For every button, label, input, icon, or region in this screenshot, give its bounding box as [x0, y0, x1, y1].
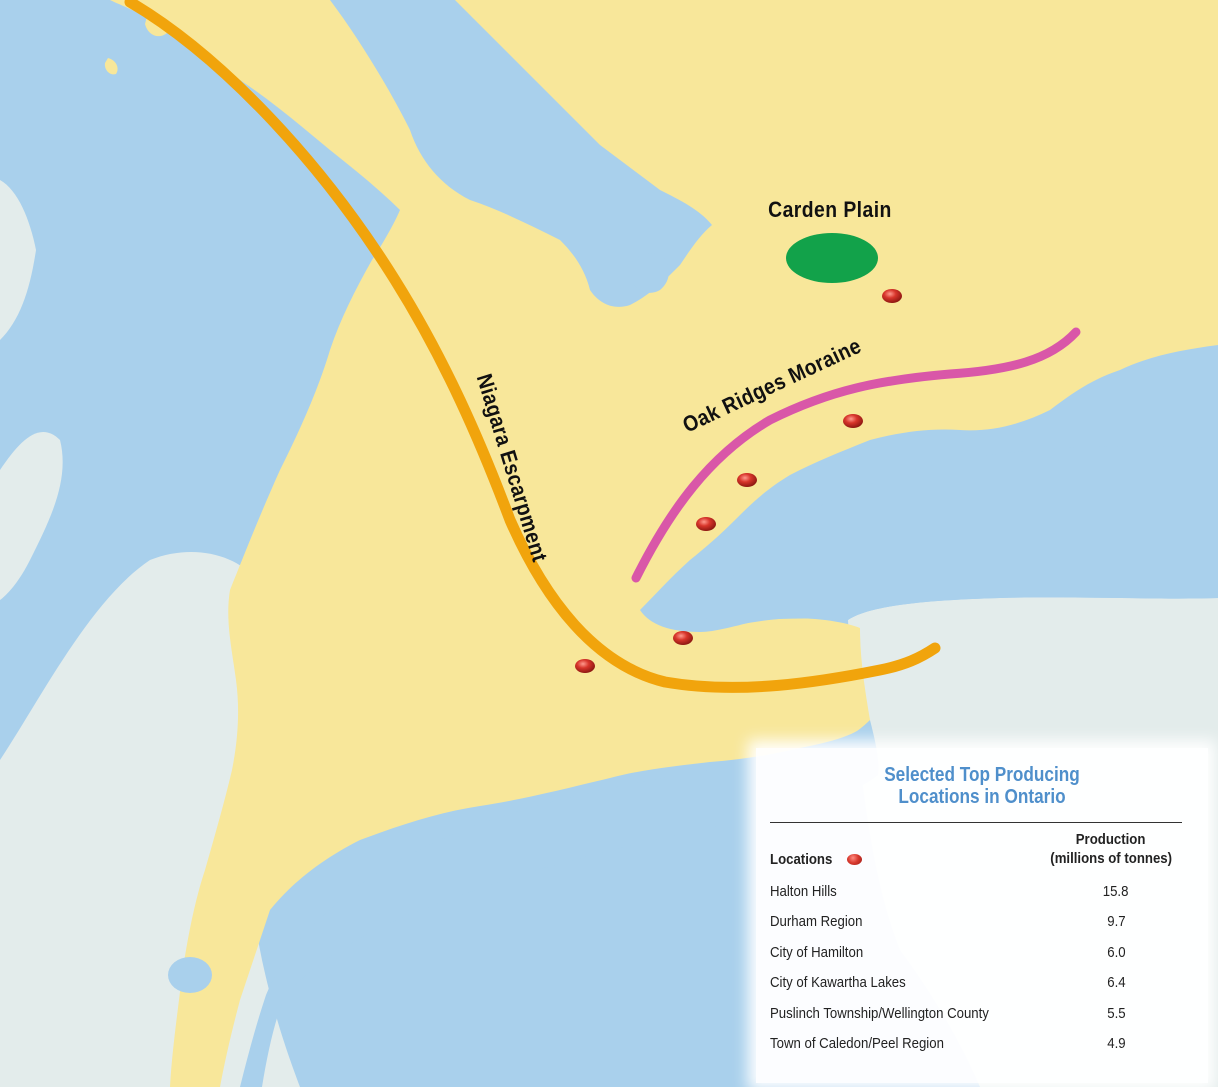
- site-marker-4: [696, 517, 716, 531]
- production-table: Locations Production (millions of tonnes…: [770, 830, 1182, 1059]
- column-header-production: Production (millions of tonnes): [1040, 830, 1182, 876]
- carden-plain-label: Carden Plain: [768, 198, 892, 222]
- column-header-locations: Locations: [770, 830, 1040, 876]
- legend-title-line1: Selected Top Producing: [884, 764, 1080, 786]
- table-row: Puslinch Township/Wellington County 5.5: [770, 998, 1182, 1029]
- column-header-production-line2: (millions of tonnes): [1050, 850, 1172, 867]
- table-row: Durham Region 9.7: [770, 907, 1182, 938]
- table-row: Halton Hills 15.8: [770, 876, 1182, 907]
- site-marker-5: [673, 631, 693, 645]
- row-location: City of Hamilton: [770, 943, 864, 961]
- niagara-escarpment-line: [124, 0, 941, 693]
- us-land-michigan-north: [0, 431, 63, 600]
- table-row: City of Kawartha Lakes 6.4: [770, 968, 1182, 999]
- lake-st-clair: [168, 957, 212, 993]
- legend-divider: [770, 822, 1182, 823]
- legend-title-line2: Locations in Ontario: [898, 786, 1066, 808]
- site-marker-6: [575, 659, 595, 673]
- row-production: 15.8: [1103, 882, 1129, 900]
- site-marker-1: [882, 289, 902, 303]
- georgian-bay: [330, 0, 712, 307]
- oak-ridges-moraine-line: [631, 327, 1081, 583]
- row-production: 6.4: [1106, 974, 1126, 992]
- row-location: City of Kawartha Lakes: [770, 974, 906, 992]
- site-marker-3: [737, 473, 757, 487]
- site-marker-2: [843, 414, 863, 428]
- row-location: Durham Region: [770, 913, 863, 931]
- column-header-production-line1: Production: [1076, 831, 1146, 848]
- table-header-row: Locations Production (millions of tonnes…: [770, 830, 1182, 876]
- row-location: Puslinch Township/Wellington County: [770, 1004, 989, 1022]
- island-2: [104, 58, 118, 75]
- lake-simcoe: [632, 253, 669, 293]
- row-location: Town of Caledon/Peel Region: [770, 1035, 944, 1053]
- table-row: City of Hamilton 6.0: [770, 937, 1182, 968]
- row-location: Halton Hills: [770, 882, 837, 900]
- row-production: 6.0: [1106, 943, 1126, 961]
- us-land-left-sliver: [0, 180, 36, 340]
- table-row: Town of Caledon/Peel Region 4.9: [770, 1029, 1182, 1060]
- legend-panel: Selected Top Producing Locations in Onta…: [756, 748, 1208, 1083]
- legend-title: Selected Top Producing Locations in Onta…: [788, 764, 1177, 808]
- column-header-locations-text: Locations: [770, 851, 833, 868]
- site-marker-legend-icon: [846, 854, 862, 865]
- row-production: 5.5: [1106, 1004, 1126, 1022]
- row-production: 4.9: [1106, 1035, 1126, 1053]
- row-production: 9.7: [1106, 913, 1126, 931]
- carden-plain-area: [786, 233, 878, 283]
- lake-ontario: [700, 446, 1218, 632]
- lake-erie: [240, 720, 879, 1087]
